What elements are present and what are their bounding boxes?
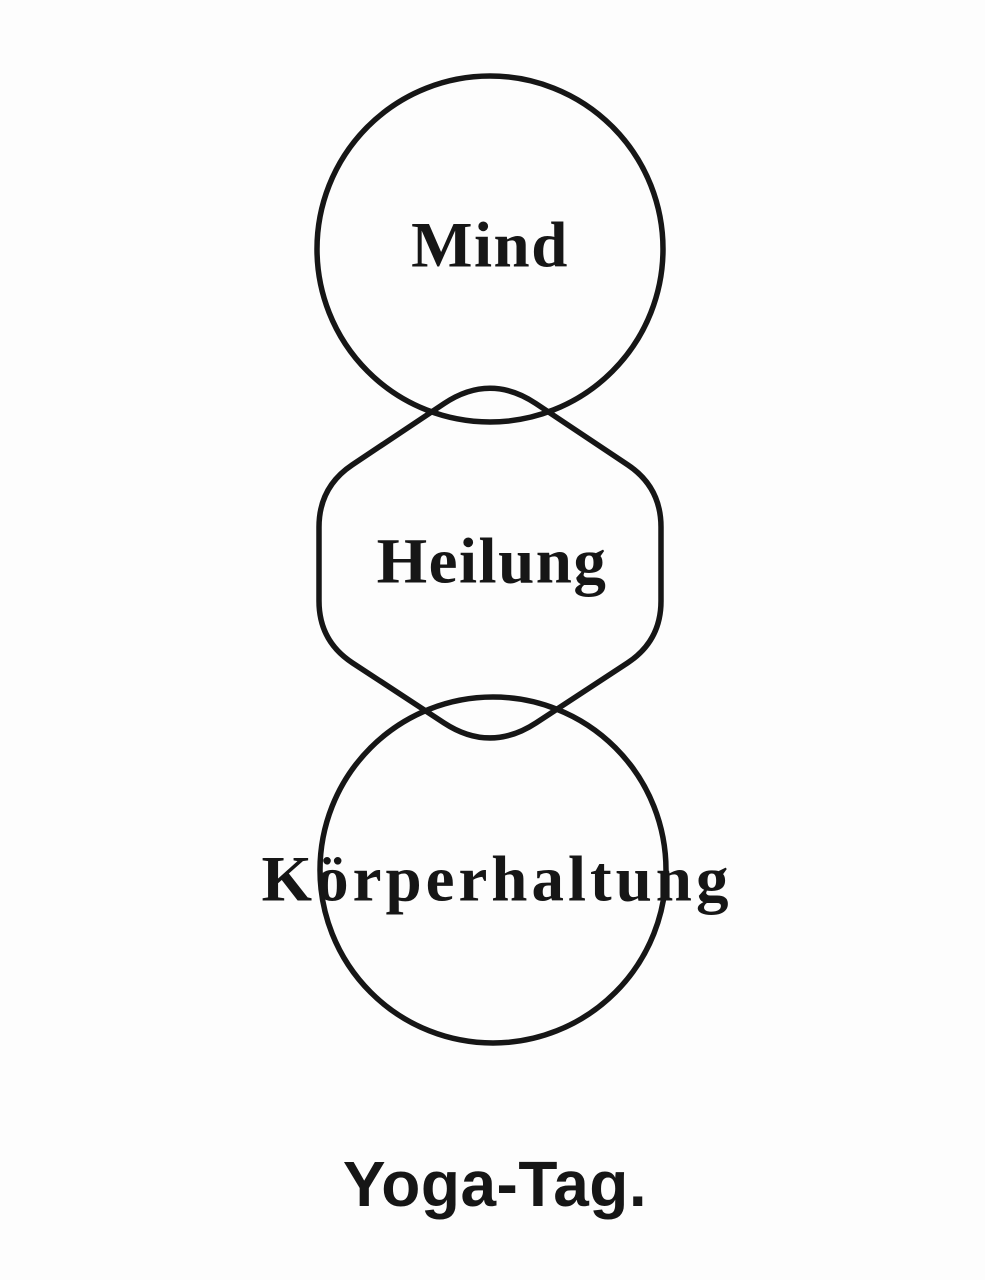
koerperhaltung-label: Körperhaltung [261,843,733,916]
shape-outlines-group [314,73,669,1046]
heilung-hexagon-shape [316,385,664,741]
koerperhaltung-circle-shape [317,694,669,1046]
heilung-label: Heilung [376,525,608,598]
mind-label: Mind [411,209,569,282]
mind-circle-shape [314,73,666,425]
poster-title: Yoga-Tag. [342,1148,648,1220]
